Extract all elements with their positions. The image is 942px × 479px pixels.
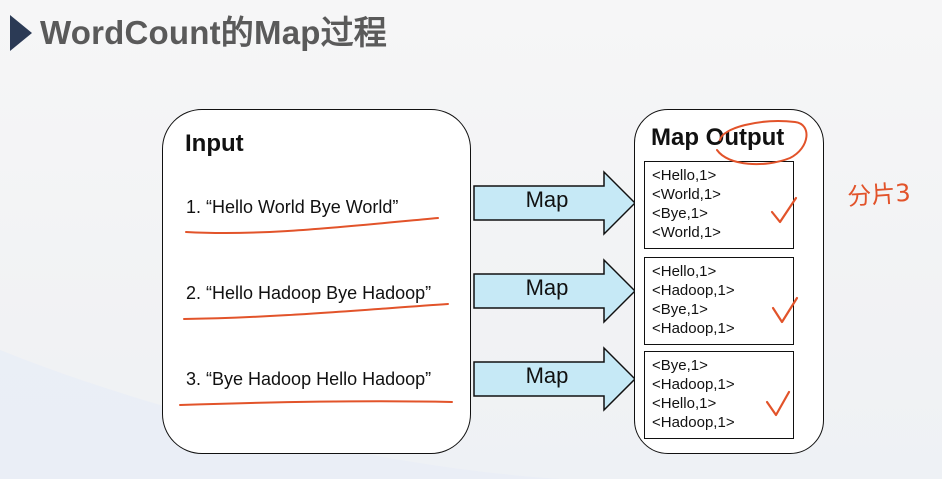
key-value-pair: <Hadoop,1>	[652, 320, 735, 337]
key-value-pair: <Hello,1>	[652, 263, 717, 280]
input-line-3: 3. “Bye Hadoop Hello Hadoop”	[186, 369, 432, 389]
map-arrow-shape	[473, 170, 637, 236]
key-value-pair: <Bye,1>	[652, 205, 708, 222]
map-arrow-label-3: Map	[525, 363, 569, 388]
map-arrow-label-2: Map	[525, 275, 569, 300]
map-output-group-2: <Hello,1> <Hadoop,1> <Bye,1> <Hadoop,1>	[644, 257, 794, 345]
key-value-pair: <Hadoop,1>	[652, 414, 735, 431]
map-arrow-2	[473, 258, 637, 324]
output-heading: Map Output	[651, 124, 785, 151]
key-value-pair: <Bye,1>	[652, 357, 708, 374]
title-bullet-icon	[10, 15, 32, 51]
map-arrow-shape	[473, 346, 637, 412]
key-value-pair: <Hadoop,1>	[652, 282, 735, 299]
key-value-pair: <World,1>	[652, 224, 721, 241]
key-value-pair: <World,1>	[652, 186, 721, 203]
map-output-group-1: <Hello,1> <World,1> <Bye,1> <World,1>	[644, 161, 794, 249]
key-value-pair: <Hello,1>	[652, 395, 717, 412]
map-arrow-1	[473, 170, 637, 236]
key-value-pair: <Hello,1>	[652, 167, 717, 184]
map-arrow-3	[473, 346, 637, 412]
page-title: WordCount的Map过程	[40, 14, 388, 51]
input-line-1: 1. “Hello World Bye World”	[186, 197, 399, 217]
map-arrow-shape	[473, 258, 637, 324]
map-output-group-3: <Bye,1> <Hadoop,1> <Hello,1> <Hadoop,1>	[644, 351, 794, 439]
input-panel	[162, 109, 471, 454]
input-heading: Input	[185, 130, 244, 157]
map-arrow-label-1: Map	[525, 187, 569, 212]
key-value-pair: <Bye,1>	[652, 301, 708, 318]
key-value-pair: <Hadoop,1>	[652, 376, 735, 393]
input-line-2: 2. “Hello Hadoop Bye Hadoop”	[186, 283, 432, 303]
